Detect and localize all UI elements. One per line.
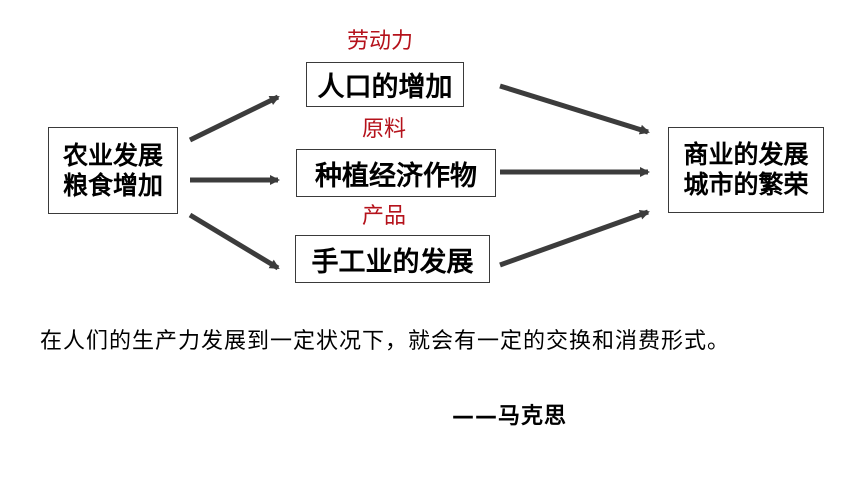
box-cash-crops-text: 种植经济作物 <box>315 160 477 192</box>
box-handicraft-text: 手工业的发展 <box>311 246 474 278</box>
label-product: 产品 <box>361 204 406 229</box>
label-raw-material: 原料 <box>361 117 406 142</box>
box-population: 人口的增加 <box>306 62 464 107</box>
box-commerce-line-2: 城市的繁荣 <box>683 170 809 199</box>
arrow-mid1-to-right <box>499 83 650 135</box>
box-population-text: 人口的增加 <box>317 72 453 103</box>
box-commerce: 商业的发展 城市的繁荣 <box>668 127 824 213</box>
box-cash-crops: 种植经济作物 <box>296 149 496 197</box>
box-agriculture: 农业发展 粮食增加 <box>48 127 178 214</box>
box-agriculture-line-1: 农业发展 <box>62 140 163 170</box>
box-handicraft: 手工业的发展 <box>295 235 490 283</box>
arrow-left-to-mid3 <box>188 212 280 271</box>
box-commerce-line-1: 商业的发展 <box>683 140 809 169</box>
arrow-mid3-to-right <box>499 209 650 268</box>
box-agriculture-line-2: 粮食增加 <box>62 170 163 200</box>
label-labor: 劳动力 <box>346 29 413 54</box>
quote-text: 在人们的生产力发展到一定状况下，就会有一定的交换和消费形式。 <box>40 329 731 354</box>
arrow-left-to-mid1 <box>188 94 280 143</box>
quote-author: ——马克思 <box>452 404 568 429</box>
